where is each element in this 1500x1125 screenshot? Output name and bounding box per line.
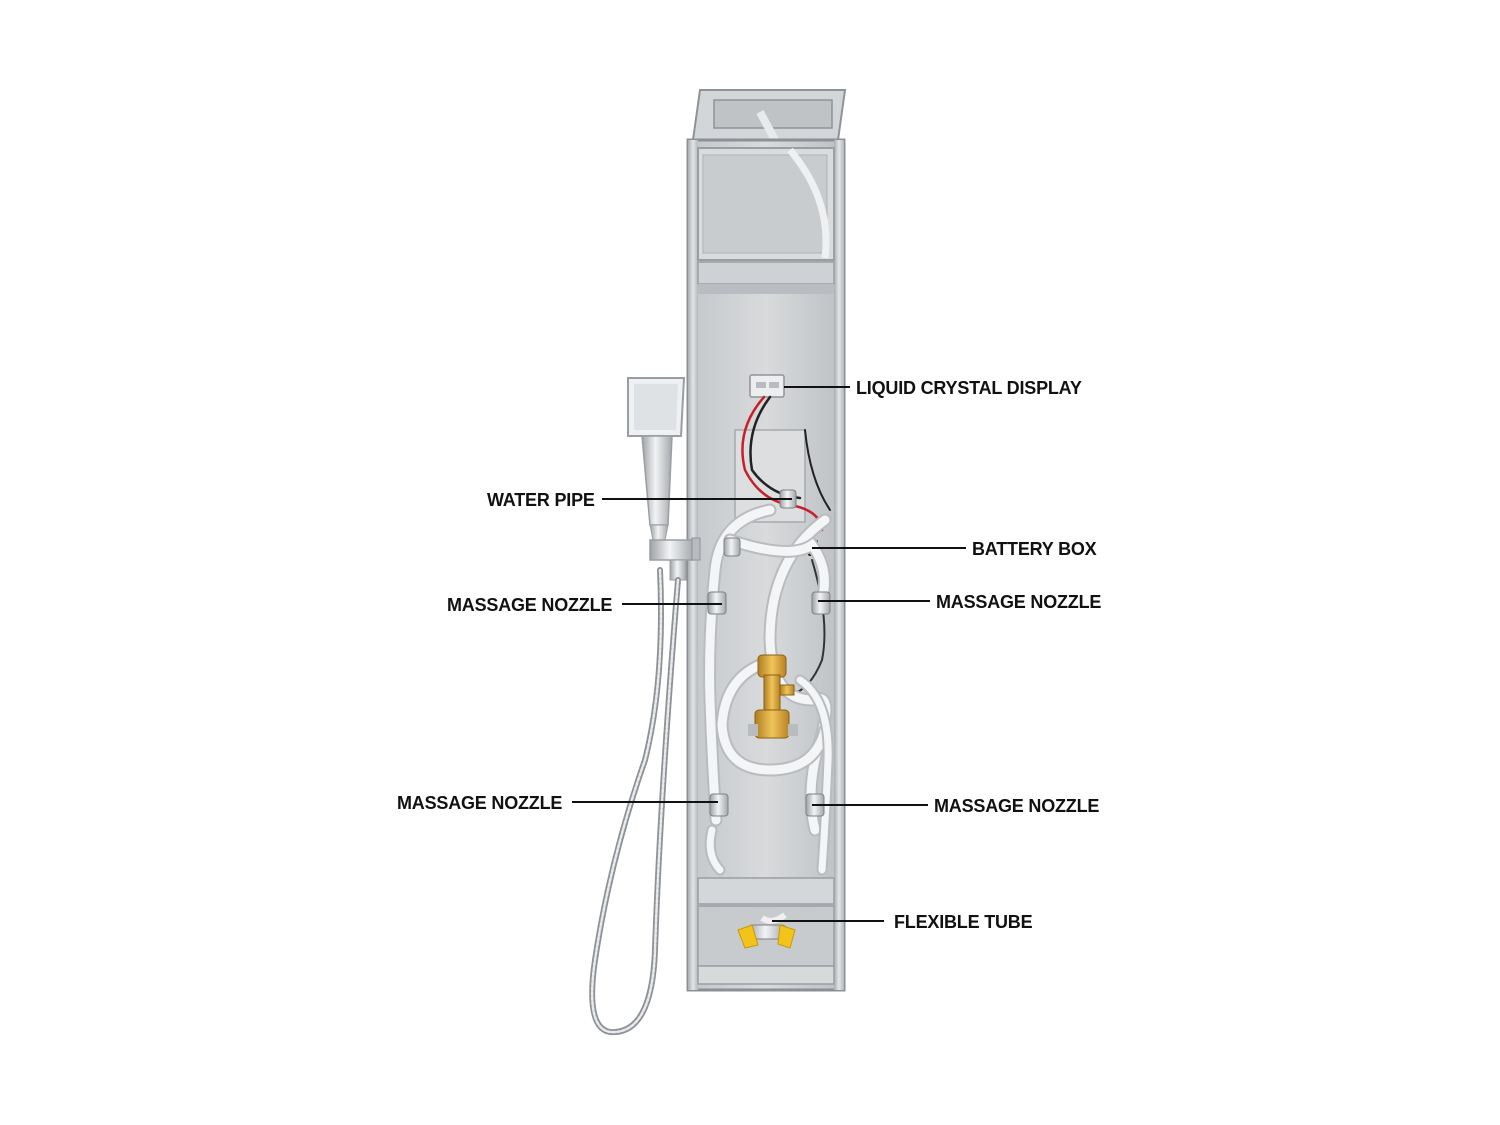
label-massage-nozzle-upper-left: MASSAGE NOZZLE (447, 595, 613, 615)
label-massage-nozzle-upper-right: MASSAGE NOZZLE (936, 592, 1102, 612)
leader-massage-nozzle-upper-left (622, 603, 722, 605)
label-massage-nozzle-lower-left: MASSAGE NOZZLE (397, 793, 563, 813)
label-water-pipe: WATER PIPE (487, 490, 595, 510)
label-battery-box: BATTERY BOX (972, 539, 1097, 559)
braided-shower-hose (589, 567, 681, 1036)
label-liquid-crystal-display: LIQUID CRYSTAL DISPLAY (856, 378, 1082, 398)
leader-flexible-tube (772, 920, 884, 922)
leader-massage-nozzle-lower-right (812, 804, 928, 806)
lcd-module (749, 374, 785, 398)
brass-valve (748, 654, 798, 739)
label-flexible-tube: FLEXIBLE TUBE (894, 912, 1033, 932)
label-massage-nozzle-lower-right: MASSAGE NOZZLE (934, 796, 1100, 816)
leader-lcd (784, 386, 850, 388)
leader-water-pipe (602, 498, 792, 500)
bottom-inlet-valves (737, 912, 796, 949)
leader-massage-nozzle-upper-right (818, 600, 930, 602)
leader-battery-box (812, 547, 966, 549)
leader-massage-nozzle-lower-left (572, 801, 718, 803)
white-hoses (703, 503, 834, 876)
hand-shower (627, 377, 701, 581)
